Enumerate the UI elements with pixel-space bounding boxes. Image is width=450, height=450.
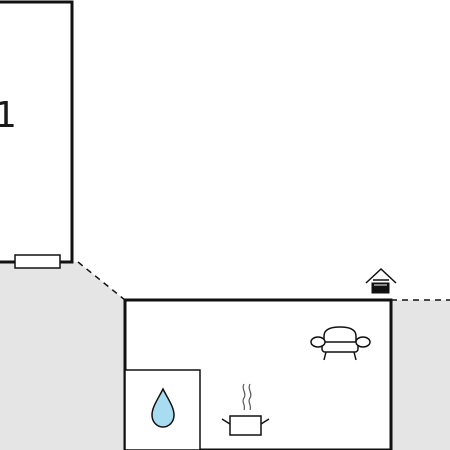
- cooking-pot-icon: [221, 383, 270, 436]
- outdoor-area-right: [391, 300, 450, 450]
- well-icon: [365, 267, 397, 294]
- window-icon: [14, 254, 61, 269]
- water-drop-icon: [151, 387, 175, 428]
- sofa-icon: [310, 326, 371, 361]
- room-1-label: 1: [0, 95, 17, 136]
- outdoor-area-left: [0, 262, 125, 450]
